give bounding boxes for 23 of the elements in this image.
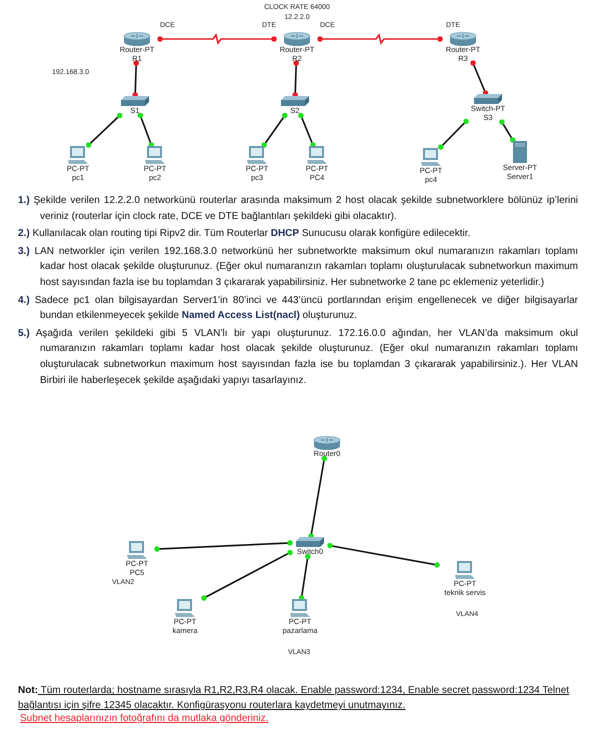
ethernet-link [298, 554, 311, 601]
ethernet-link [86, 112, 122, 148]
ethernet-link [154, 540, 293, 552]
serial-link [317, 33, 443, 45]
ethernet-link [438, 118, 469, 150]
ethernet-link [499, 119, 516, 143]
ethernet-link [132, 60, 139, 98]
ethernet-link [298, 112, 316, 148]
serial-link [157, 33, 277, 45]
question-text: 3.) LAN networkler için verilen 192.168.3.0 networkünü her subnetworkte maksimum okul numaranızın rakamları toplamı kadar host olacak şekilde oluşturunuz. (Eğer okul numaranızın rakamları toplamı oluşturulacak subnetworkun maximum host sayısından fazla ise bu toplamdan 3 çıkararak yapabilirsiniz. Her subnetworke 2 tane pc eklemeniz yeterlidir.) [18, 244, 578, 290]
ethernet-link [308, 456, 328, 539]
reminder-text: Subnet hesaplarınızın fotoğrafını da mutlaka gönderiniz. [20, 713, 268, 724]
note-text: Not: Tüm routerlarda; hostname sırasıyla R1,R2,R3,R4 olacak. Enable password:1234, Enable secret password:1234 Telnet bağlantısı için şifre 12345 olacaktır. Konfigürasyonu routerlara kaydetmeyi unutmayınız. [18, 684, 570, 713]
ethernet-link [470, 60, 488, 96]
question-text: 1.) Şekilde verilen 12.2.2.0 networkünü routerlar arasında maksimum 2 host olacak şekilde subnetworklere bölünüz ip’lerini veriniz (routerlar için clock rate, DCE ve DTE bağlantıları şekildeki gibi olacaktır). [18, 194, 578, 224]
ethernet-link [327, 542, 440, 568]
question-text: 2.) Kullanılacak olan routing tipi Ripv2 dir. Tüm Routerlar DHCP Sunucusu olarak konfigüre edilecektir. [18, 227, 472, 242]
ethernet-link [292, 60, 299, 98]
ethernet-link [201, 550, 293, 601]
question-text: 5.) Aşağıda verilen şekildeki gibi 5 VLAN’lı bir yapı oluşturunuz. 172.16.0.0 ağından, her VLAN’da maksimum okul numaranızın rakamları toplamı kadar host olacak şekilde oluşturunuz. (Eğer okul numaranızın rakamları toplamı oluşturulacak subnetworkun maximum host sayısından fazla ise bu toplamdan 3 çıkararak yapabilirsiniz.). Her VLAN Birbiri ile haberleşecek şekilde aşağıdaki yapıyı tasarlayınız. [18, 326, 578, 388]
question-text: 4.) Sadece pc1 olan bilgisayardan Server1’in 80’inci ve 443’üncü portlarından erişim engellenecek ve diğer bilgisayarlar bundan etkilenmeyecek şekilde Named Access List(nacl) oluşturunuz. [18, 294, 578, 324]
ethernet-link [261, 112, 288, 148]
ethernet-link [138, 112, 154, 148]
